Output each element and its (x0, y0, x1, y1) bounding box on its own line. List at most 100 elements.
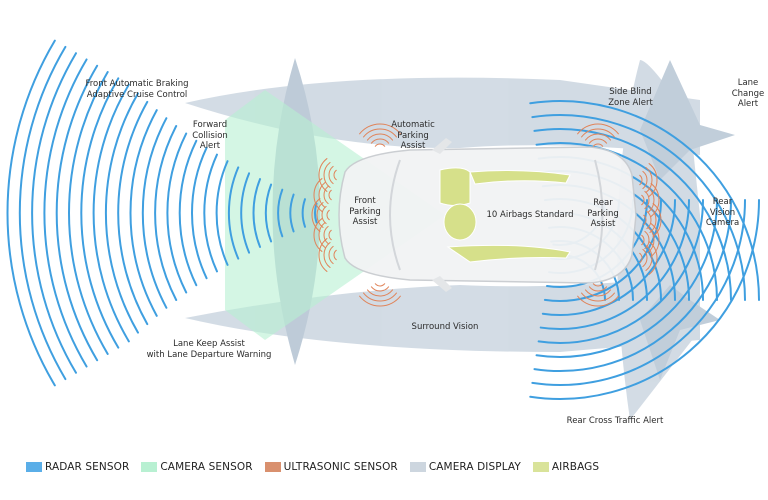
airbags (439, 167, 571, 263)
radar-arc-rear-cross (529, 199, 760, 400)
ultrasonic-front (323, 161, 331, 189)
radar-arc (68, 71, 109, 355)
ultrasonic-rear (647, 186, 655, 214)
ultrasonic-rear (643, 214, 647, 226)
ultrasonic-front (328, 245, 334, 265)
ultrasonic-rear (642, 170, 648, 190)
ultrasonic-rear (641, 194, 645, 206)
radar-arc (203, 153, 218, 273)
legend-label: RADAR SENSOR (45, 461, 130, 473)
ultrasonic-rear (652, 203, 662, 237)
ultrasonic-side-rear-top (584, 133, 612, 141)
legend-swatch (26, 462, 42, 472)
label-front-parking: Front Parking Assist (349, 196, 381, 227)
label-automatic-parking: Automatic Parking Assist (391, 120, 435, 151)
ultrasonic-front (313, 178, 323, 212)
ultrasonic-front (318, 181, 326, 209)
radar-arc (154, 124, 178, 302)
ultrasonic-waves (311, 123, 662, 307)
ultrasonic-rear (645, 244, 653, 272)
radar-arc (277, 188, 284, 238)
ultrasonic-front (328, 229, 332, 241)
airbag-curtain-bottom (446, 244, 571, 263)
ultrasonic-side-rear-top (577, 123, 619, 135)
ultrasonic-side-front-bottom (363, 292, 397, 302)
ultrasonic-side-front-top (359, 123, 401, 135)
ultrasonic-side-front-top (363, 128, 397, 138)
ultrasonic-side-rear-bottom (588, 286, 608, 292)
legend-item: AIRBAGS (532, 461, 600, 473)
radar-arc-rear-cross (533, 199, 732, 372)
label-forward-collision: Forward Collision Alert (192, 120, 228, 151)
ultrasonic-front (323, 225, 329, 245)
ultrasonic-front (323, 241, 331, 269)
radar-arc-side-blind (531, 114, 746, 301)
radar-arc-rear-cross (531, 199, 746, 386)
legend-item: CAMERA SENSOR (141, 461, 253, 473)
ultrasonic-side-rear-bottom (584, 289, 612, 297)
radar-arc (289, 193, 295, 233)
label-rear-vision: Rear Vision Camera (705, 197, 740, 228)
legend-item: RADAR SENSOR (26, 461, 129, 473)
ultrasonic-front (333, 249, 337, 261)
ultrasonic-rear (641, 234, 645, 246)
ultrasonic-side-rear-top (588, 138, 608, 144)
ultrasonic-rear (644, 190, 650, 210)
legend-swatch (409, 462, 426, 472)
radar-arc (191, 146, 208, 280)
radar-arc (18, 45, 67, 381)
ultrasonic-front (316, 201, 324, 229)
radar-arc-rear-cross (535, 199, 718, 358)
legend-item: ULTRASONIC SENSOR (264, 461, 398, 473)
label-rear-parking: Rear Parking Assist (587, 198, 619, 229)
radar-arc-side-blind (533, 128, 732, 301)
legend-swatch (264, 462, 281, 472)
ultrasonic-side-front-top (366, 133, 394, 141)
radar-arc (227, 166, 240, 260)
ultrasonic-front (328, 189, 332, 201)
ultrasonic-front (333, 169, 337, 181)
radar-arc (55, 64, 99, 362)
airbag-front-bottom (443, 203, 477, 241)
side-blind-zone-shape (640, 60, 735, 180)
legend-label: ULTRASONIC SENSOR (283, 461, 398, 473)
legend-swatch (532, 462, 549, 472)
front-radar-arcs (6, 39, 318, 387)
ultrasonic-front (313, 218, 323, 252)
radar-arc-rear-cross (541, 199, 676, 316)
ultrasonic-front (318, 238, 328, 272)
label-surround-vision: Surround Vision (411, 322, 479, 332)
radar-arc (117, 100, 149, 326)
radar-arc (80, 77, 120, 349)
ultrasonic-front (318, 158, 328, 192)
label-front-braking: Front Automatic Braking Adaptive Cruise … (85, 79, 189, 100)
radar-arc (92, 83, 130, 343)
radar-arc (43, 58, 88, 368)
radar-arc (252, 178, 262, 248)
rear-window (594, 159, 604, 271)
ultrasonic-side-rear-bottom (577, 295, 619, 307)
radar-arc-rear-cross (539, 199, 690, 330)
airbag-curtain-top (469, 170, 571, 185)
label-lane-change: Lane Change Alert (731, 78, 765, 109)
legend-label: CAMERA DISPLAY (428, 461, 521, 473)
ultrasonic-side-front-bottom (374, 283, 386, 287)
mirror-bottom (432, 276, 452, 292)
radar-arc (6, 39, 56, 387)
ultrasonic-side-rear-bottom (581, 292, 615, 302)
surround-vision-bottom-zone (185, 275, 700, 352)
label-rear-cross-traffic: Rear Cross Traffic Alert (566, 416, 664, 426)
radar-arc-rear-cross (537, 199, 704, 344)
radar-arc (301, 198, 307, 228)
ultrasonic-front (328, 165, 334, 185)
ultrasonic-rear (644, 230, 650, 250)
radar-arc-side-blind (535, 142, 718, 301)
ultrasonic-side-front-top (374, 143, 386, 147)
legend-swatch (141, 462, 158, 472)
ultrasonic-side-front-bottom (366, 289, 394, 297)
ultrasonic-side-front-bottom (370, 286, 390, 292)
legend-label: AIRBAGS (551, 461, 600, 473)
ultrasonic-rear (648, 163, 658, 197)
ultrasonic-rear (645, 166, 653, 194)
